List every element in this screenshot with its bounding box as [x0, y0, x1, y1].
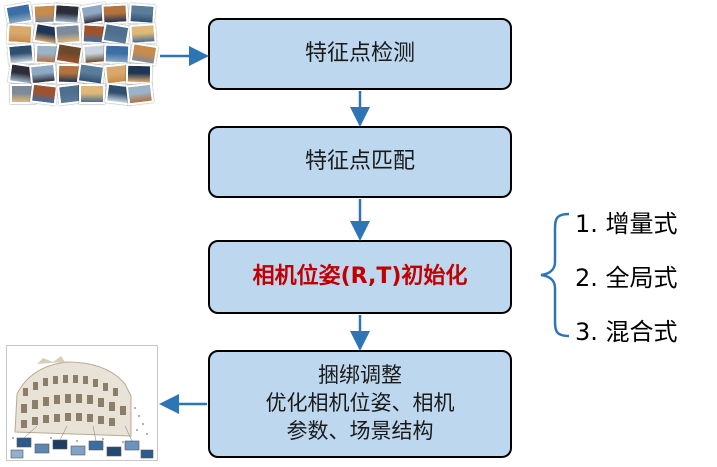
colosseum-point-cloud-drawing: [7, 346, 157, 460]
feature-detection-box: 特征点检测: [208, 18, 512, 90]
method-hybrid: 3. 混合式: [575, 318, 678, 346]
input-photo-collage: [4, 1, 159, 112]
bundle-adjustment-title: 捆绑调整: [318, 363, 402, 388]
init-methods-list: 1. 增量式 2. 全局式 3. 混合式: [575, 204, 678, 366]
methods-brace: [540, 212, 570, 338]
bundle-adjustment-line-2: 优化相机位姿、相机: [265, 391, 455, 416]
pose-initialization-label: 相机位姿(R,T)初始化: [252, 263, 468, 289]
method-global: 2. 全局式: [575, 264, 678, 292]
bundle-adjustment-box: 捆绑调整 优化相机位姿、相机 参数、场景结构: [208, 350, 512, 458]
feature-detection-label: 特征点检测: [304, 40, 415, 66]
method-incremental: 1. 增量式: [575, 210, 678, 238]
feature-matching-label: 特征点匹配: [304, 148, 415, 174]
pose-initialization-box: 相机位姿(R,T)初始化: [208, 240, 512, 314]
feature-matching-box: 特征点匹配: [208, 126, 512, 198]
reconstruction-point-cloud-image: [6, 345, 158, 461]
bundle-adjustment-line-3: 参数、场景结构: [286, 418, 434, 443]
collage-photo: [79, 84, 105, 104]
